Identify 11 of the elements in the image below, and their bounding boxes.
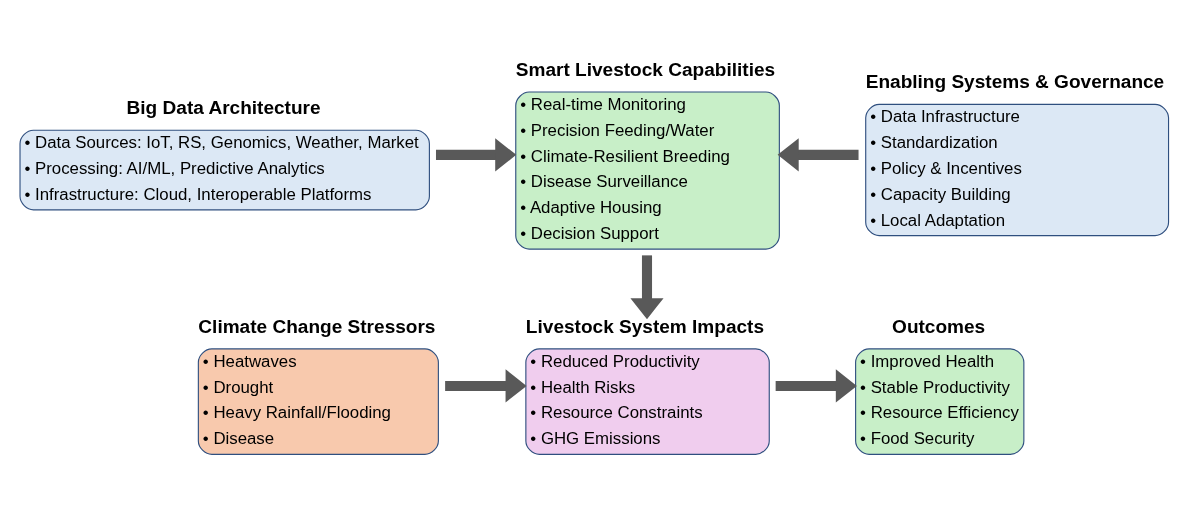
arrow <box>630 254 664 319</box>
node-label: Big Data Architecture <box>126 96 321 118</box>
arrow <box>445 368 527 402</box>
node-label: Outcomes <box>892 315 986 337</box>
node-label: Smart Livestock Capabilities <box>515 58 776 80</box>
arrow <box>775 368 857 402</box>
arrow <box>436 137 517 171</box>
node-label: Climate Change Stressors <box>198 315 436 337</box>
node-label: Enabling Systems & Governance <box>865 70 1165 92</box>
node-label: Livestock System Impacts <box>525 315 765 337</box>
arrow <box>777 137 859 171</box>
